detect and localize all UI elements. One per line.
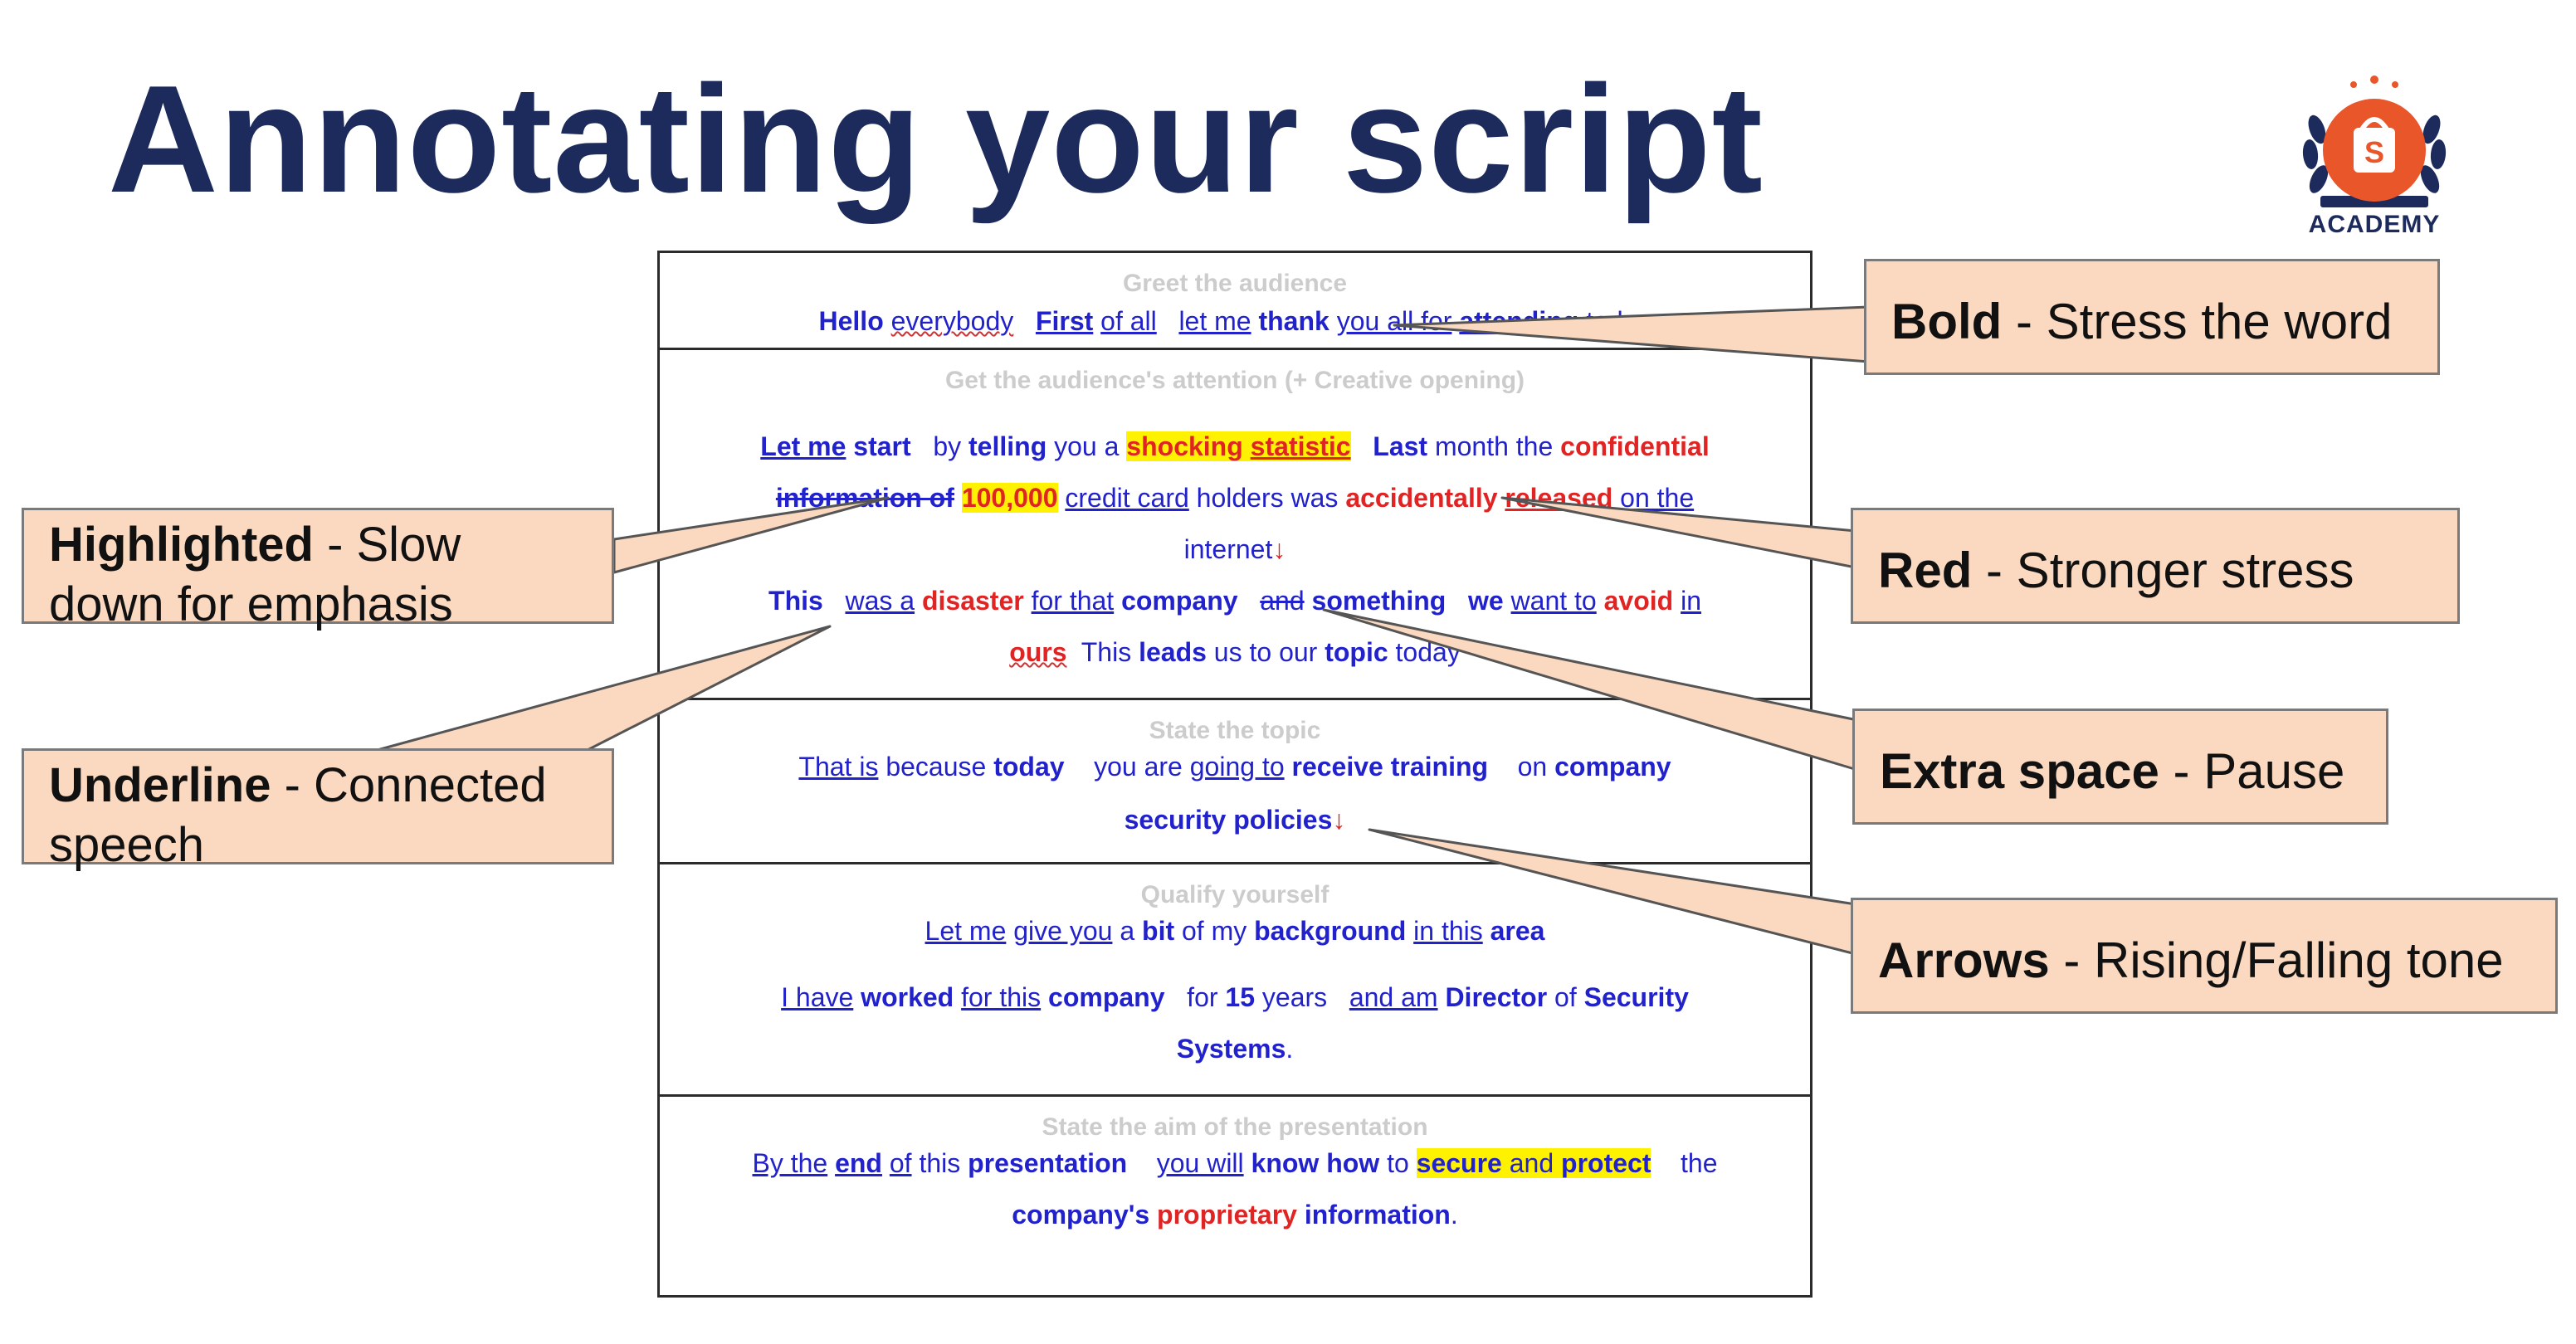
script-line: That is because today you are going to r…: [798, 752, 1671, 782]
script-line: This was a disaster for that company and…: [768, 586, 1701, 616]
section-label: State the topic: [1149, 717, 1321, 744]
callout-underline: Underline - Connected speech: [22, 748, 614, 872]
section-aim: State the aim of the presentation By the…: [660, 1097, 1810, 1295]
section-topic: State the topic That is because today yo…: [660, 700, 1810, 864]
falling-arrow-icon: ↓: [1272, 534, 1286, 564]
callout-arrows: Arrows - Rising/Falling tone: [1851, 898, 2558, 1014]
academy-logo: S ACADEMY: [2287, 71, 2461, 246]
script-line: Systems.: [1176, 1034, 1294, 1064]
script-line: company's proprietary information.: [1012, 1200, 1458, 1230]
script-line: ours This leads us to our topic today: [1009, 637, 1461, 667]
section-label: State the aim of the presentation: [1042, 1113, 1428, 1141]
script-line: Let me give you a bit of my background i…: [925, 916, 1545, 946]
callout-extra-space: Extra space - Pause: [1852, 709, 2388, 825]
script-table: Greet the audience Hello everybody First…: [657, 251, 1812, 1298]
section-label: Greet the audience: [1122, 270, 1348, 297]
callout-bold: Bold - Stress the word: [1864, 259, 2440, 375]
section-label: Qualify yourself: [1140, 881, 1329, 908]
slide-title: Annotating your script: [108, 53, 1764, 224]
script-line: By the end of this presentation you will…: [752, 1148, 1718, 1178]
script-line: internet↓: [1183, 534, 1286, 564]
callout-red: Red - Stronger stress: [1851, 508, 2460, 624]
script-line: I have worked for this company for 15 ye…: [781, 982, 1689, 1012]
callout-highlighted: Highlighted - Slow down for emphasis: [22, 508, 614, 631]
section-attention: Get the audience's attention (+ Creative…: [660, 350, 1810, 700]
section-qualify: Qualify yourself Let me give you a bit o…: [660, 864, 1810, 1097]
script-line: Let me start by telling you a shocking s…: [760, 431, 1710, 461]
script-line: Hello everybody First of all let me than…: [818, 306, 1651, 336]
shopee-academy-logo-icon: S: [2302, 75, 2447, 207]
logo-text: ACADEMY: [2308, 211, 2441, 238]
falling-arrow-icon: ↓: [1332, 805, 1346, 835]
logo-glyph: S: [2364, 135, 2384, 169]
section-label: Get the audience's attention (+ Creative…: [944, 367, 1525, 394]
script-line: information of 100,000 credit card holde…: [775, 483, 1695, 513]
section-greet: Greet the audience Hello everybody First…: [660, 253, 1810, 350]
script-line: security policies↓: [1124, 805, 1346, 835]
